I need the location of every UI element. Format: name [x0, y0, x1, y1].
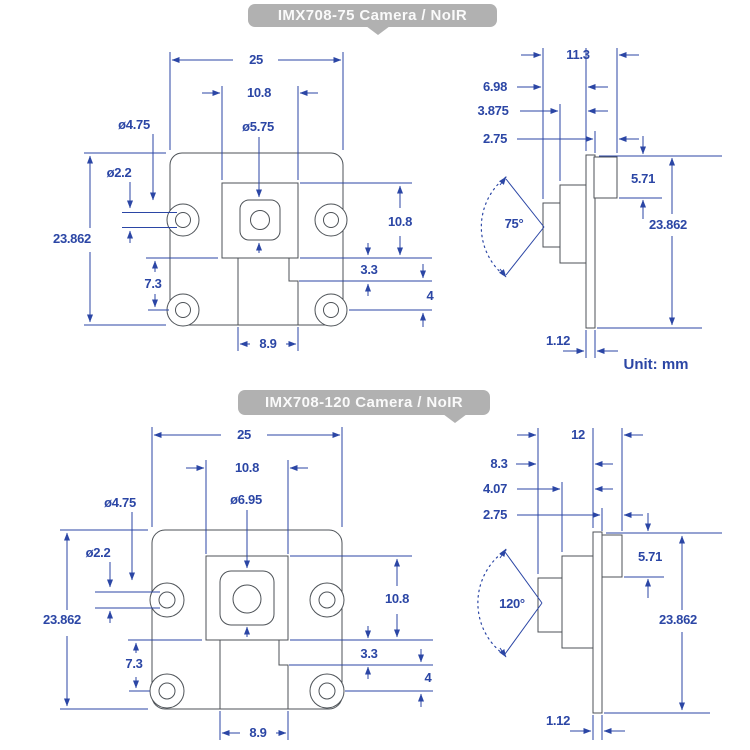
- dim-f75-tab-width: 8.9: [259, 336, 276, 351]
- dim-f120-notch-height: 3.3: [360, 646, 377, 661]
- side-view-imx708-120: 12 8.3 4.07 2.75 5.71 23.862 120° 1.12: [477, 427, 722, 740]
- dim-f120-lens-dia: ø6.95: [230, 492, 262, 507]
- dim-s120-pcb-thickness: 1.12: [546, 713, 570, 728]
- dim-f75-hole-inner: ø2.2: [107, 165, 132, 180]
- badge-imx708-75: IMX708-75 Camera / NoIR: [248, 4, 497, 27]
- dim-s120-housing-depth: 4.07: [483, 481, 507, 496]
- dim-s75-pcb-thickness: 1.12: [546, 333, 570, 348]
- front-view-imx708-75: 25 10.8 ø4.75 ø2.2 ø5.75 23.862 7.3 8.9: [53, 52, 435, 351]
- dim-s120-total-depth: 12: [571, 427, 585, 442]
- dim-f120-board-width: 25: [237, 427, 251, 442]
- badge-imx708-120: IMX708-120 Camera / NoIR: [238, 390, 490, 415]
- badge-imx708-75-pointer-icon: [366, 26, 390, 35]
- dim-s75-board-height: 23.862: [649, 217, 687, 232]
- badge-imx708-120-title: IMX708-120 Camera / NoIR: [264, 394, 463, 411]
- dim-s120-lens-to-pcb: 8.3: [490, 456, 507, 471]
- dim-s120-fov-angle: 120°: [499, 596, 525, 611]
- side-view-imx708-75: 11.3 6.98 3.875 2.75 5.71 23.862 75° 1.1…: [477, 47, 722, 358]
- dim-f120-bracket-height: 10.8: [385, 591, 409, 606]
- dim-f75-board-width: 25: [249, 52, 263, 67]
- badge-imx708-120-pointer-icon: [443, 414, 467, 423]
- dim-s75-total-depth: 11.3: [566, 47, 589, 62]
- dim-s75-lens-to-pcb: 6.98: [483, 79, 507, 94]
- front-view-imx708-120: 25 10.8 ø4.75 ø2.2 ø6.95 23.862 7.3 8.9: [43, 427, 433, 740]
- dim-f75-bracket-to-hole: 7.3: [144, 276, 161, 291]
- dim-f120-notch-to-hole: 4: [425, 670, 433, 685]
- dim-s75-connector-depth: 2.75: [483, 131, 507, 146]
- dim-f75-notch-height: 3.3: [360, 262, 377, 277]
- dim-f75-bracket-height: 10.8: [388, 214, 412, 229]
- dim-s120-connector-depth: 2.75: [483, 507, 507, 522]
- dim-f120-hole-outer: ø4.75: [104, 495, 136, 510]
- dim-f120-bracket-to-hole: 7.3: [125, 656, 142, 671]
- dim-f120-bracket-width: 10.8: [235, 460, 259, 475]
- dim-f120-hole-inner: ø2.2: [86, 545, 111, 560]
- dim-s120-board-height: 23.862: [659, 612, 697, 627]
- dim-s75-fov-angle: 75°: [505, 216, 524, 231]
- dim-f75-board-height: 23.862: [53, 231, 91, 246]
- dim-f75-bracket-width: 10.8: [247, 85, 271, 100]
- dim-s75-housing-depth: 3.875: [477, 103, 508, 118]
- dim-f75-notch-to-hole: 4: [427, 288, 435, 303]
- dim-s75-connector-height: 5.71: [631, 171, 655, 186]
- dim-f75-lens-dia: ø5.75: [242, 119, 274, 134]
- unit-label: Unit: mm: [624, 356, 689, 373]
- dim-f120-tab-width: 8.9: [249, 725, 266, 740]
- dim-f120-board-height: 23.862: [43, 612, 81, 627]
- dim-f75-hole-outer: ø4.75: [118, 117, 150, 132]
- badge-imx708-75-title: IMX708-75 Camera / NoIR: [277, 7, 468, 24]
- dim-s120-connector-height: 5.71: [638, 549, 662, 564]
